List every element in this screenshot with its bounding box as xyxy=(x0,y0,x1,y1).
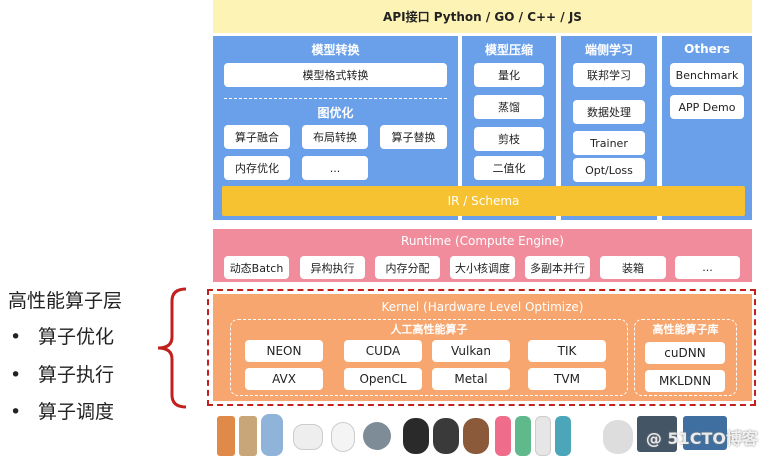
kernel-lib-group: 高性能算子库 cuDNN MKLDNN xyxy=(634,319,737,396)
runtime-item-hetero-exec[interactable]: 异构执行 xyxy=(300,256,365,279)
phone-blue-icon xyxy=(261,414,283,456)
compress-item-prune[interactable]: 剪枝 xyxy=(474,127,544,151)
runtime-item-more[interactable]: ... xyxy=(675,256,740,279)
left-brace-icon xyxy=(157,287,187,409)
edge-item-data-process[interactable]: 数据处理 xyxy=(573,100,645,124)
edge-learning-title: 端侧学习 xyxy=(584,42,633,57)
phone-orange-icon xyxy=(217,416,235,456)
kernel-title: Kernel (Hardware Level Optimize) xyxy=(381,300,584,314)
graph-opt-divider xyxy=(224,98,447,99)
earbuds-round-icon xyxy=(363,422,391,450)
model-compress-panel: 模型压缩 量化 蒸馏 剪枝 二值化 xyxy=(462,36,556,220)
bullet-dot: • xyxy=(10,401,22,423)
graph-item-mem-opt[interactable]: 内存优化 xyxy=(224,156,290,180)
compress-item-distill[interactable]: 蒸馏 xyxy=(474,95,544,119)
kernel-manual-title: 人工高性能算子 xyxy=(390,323,468,336)
graph-item-layout-convert[interactable]: 布局转换 xyxy=(302,125,368,149)
watch-brown-icon xyxy=(463,418,489,454)
graph-opt-title: 图优化 xyxy=(317,105,354,120)
edge-item-federated[interactable]: 联邦学习 xyxy=(573,63,645,87)
edge-item-opt-loss[interactable]: Opt/Loss xyxy=(573,158,645,182)
ir-schema-label: IR / Schema xyxy=(447,194,520,208)
graph-item-op-fusion[interactable]: 算子融合 xyxy=(224,125,290,149)
others-title: Others xyxy=(684,42,730,56)
kernel-item-tik[interactable]: TIK xyxy=(528,340,606,362)
phone-gold-icon xyxy=(239,416,257,456)
kernel-item-cudnn[interactable]: cuDNN xyxy=(645,342,725,364)
side-bullet-3-text: 算子调度 xyxy=(38,401,115,423)
runtime-item-dynamic-batch[interactable]: 动态Batch xyxy=(224,256,289,279)
kernel-item-metal[interactable]: Metal xyxy=(432,368,510,390)
kernel-item-cuda[interactable]: CUDA xyxy=(344,340,422,362)
runtime-item-multi-replica[interactable]: 多副本并行 xyxy=(525,256,590,279)
tablet-icon xyxy=(637,416,677,452)
watch-black-icon xyxy=(403,418,429,454)
others-item-app-demo[interactable]: APP Demo xyxy=(670,95,744,119)
runtime-panel: Runtime (Compute Engine) 动态Batch 异构执行 内存… xyxy=(213,229,752,282)
kernel-item-vulkan[interactable]: Vulkan xyxy=(432,340,510,362)
band-white-icon xyxy=(535,416,551,456)
api-label: API接口 Python / GO / C++ / JS xyxy=(383,10,582,24)
compress-item-quantize[interactable]: 量化 xyxy=(474,63,544,87)
runtime-item-mem-alloc[interactable]: 内存分配 xyxy=(375,256,440,279)
earbuds-case-icon xyxy=(293,424,323,450)
model-compress-title: 模型压缩 xyxy=(484,42,533,57)
bullet-dot: • xyxy=(10,364,22,386)
side-bullet-2: • 算子执行 xyxy=(10,360,150,387)
runtime-item-big-little[interactable]: 大小核调度 xyxy=(450,256,515,279)
graph-item-op-replace[interactable]: 算子替换 xyxy=(380,125,447,149)
ir-schema-bar: IR / Schema xyxy=(222,186,745,216)
model-format-convert-button[interactable]: 模型格式转换 xyxy=(224,63,447,87)
bullet-dot: • xyxy=(10,326,22,348)
kernel-item-tvm[interactable]: TVM xyxy=(528,368,606,390)
band-teal-icon xyxy=(555,416,571,456)
api-bar: API接口 Python / GO / C++ / JS xyxy=(213,0,752,33)
kernel-item-avx[interactable]: AVX xyxy=(245,368,323,390)
runtime-item-packing[interactable]: 装箱 xyxy=(600,256,666,279)
kernel-lib-title: 高性能算子库 xyxy=(652,323,719,336)
kernel-highlight-frame xyxy=(207,289,756,406)
side-title: 高性能算子层 xyxy=(8,290,123,312)
watch-dark-icon xyxy=(433,418,459,454)
side-bullet-1: • 算子优化 xyxy=(10,322,150,349)
kernel-panel: Kernel (Hardware Level Optimize) 人工高性能算子… xyxy=(213,294,752,401)
speaker-icon xyxy=(603,420,633,454)
edge-item-trainer[interactable]: Trainer xyxy=(573,131,645,155)
kernel-item-mkldnn[interactable]: MKLDNN xyxy=(645,370,725,392)
monitor-icon xyxy=(683,416,727,450)
model-convert-title: 模型转换 xyxy=(311,42,360,57)
band-green-icon xyxy=(515,416,531,456)
side-bullet-1-text: 算子优化 xyxy=(38,326,115,348)
device-strip: @ 51CTO博客 xyxy=(213,410,759,461)
kernel-manual-group: 人工高性能算子 NEON CUDA Vulkan TIK AVX OpenCL … xyxy=(230,319,628,396)
band-pink-icon xyxy=(495,416,511,456)
graph-item-more[interactable]: ... xyxy=(302,156,368,180)
kernel-item-opencl[interactable]: OpenCL xyxy=(344,368,422,390)
others-item-benchmark[interactable]: Benchmark xyxy=(670,63,744,87)
earbuds-white-icon xyxy=(331,422,355,452)
watermark: @ 51CTO博客 xyxy=(645,429,758,448)
side-bullet-3: • 算子调度 xyxy=(10,397,150,424)
runtime-title: Runtime (Compute Engine) xyxy=(401,234,564,248)
side-bullet-2-text: 算子执行 xyxy=(38,364,115,386)
kernel-item-neon[interactable]: NEON xyxy=(245,340,323,362)
compress-item-binarize[interactable]: 二值化 xyxy=(474,156,544,180)
